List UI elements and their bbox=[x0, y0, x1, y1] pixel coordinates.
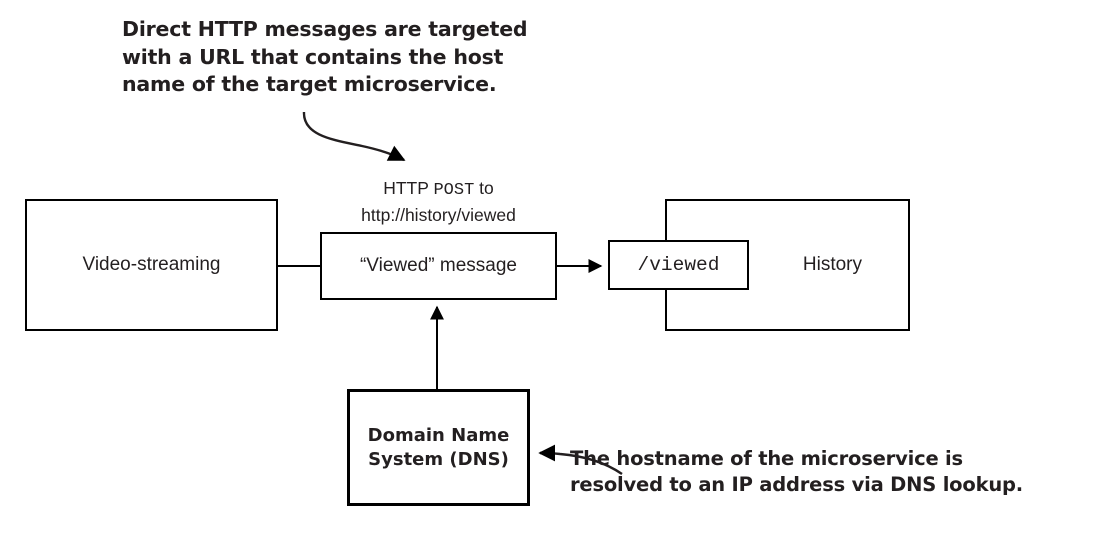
http-label-suffix: to bbox=[474, 178, 494, 198]
http-post-line-1: HTTP POST to bbox=[320, 176, 557, 203]
box-dns: Domain Name System (DNS) bbox=[347, 389, 530, 506]
pointer-top-annotation bbox=[302, 111, 406, 162]
annotation-top-text: Direct HTTP messages are targeted with a… bbox=[122, 17, 528, 96]
http-label-prefix: HTTP bbox=[383, 178, 434, 198]
box-video-streaming: Video-streaming bbox=[25, 199, 278, 331]
box-viewed-endpoint: /viewed bbox=[608, 240, 749, 290]
box-viewed-message: “Viewed” message bbox=[320, 232, 557, 300]
annotation-bottom-text: The hostname of the microservice is reso… bbox=[570, 447, 1023, 496]
http-post-label: HTTP POST to http://history/viewed bbox=[320, 176, 557, 228]
http-method-post: POST bbox=[433, 181, 475, 200]
http-post-url: http://history/viewed bbox=[361, 205, 516, 225]
